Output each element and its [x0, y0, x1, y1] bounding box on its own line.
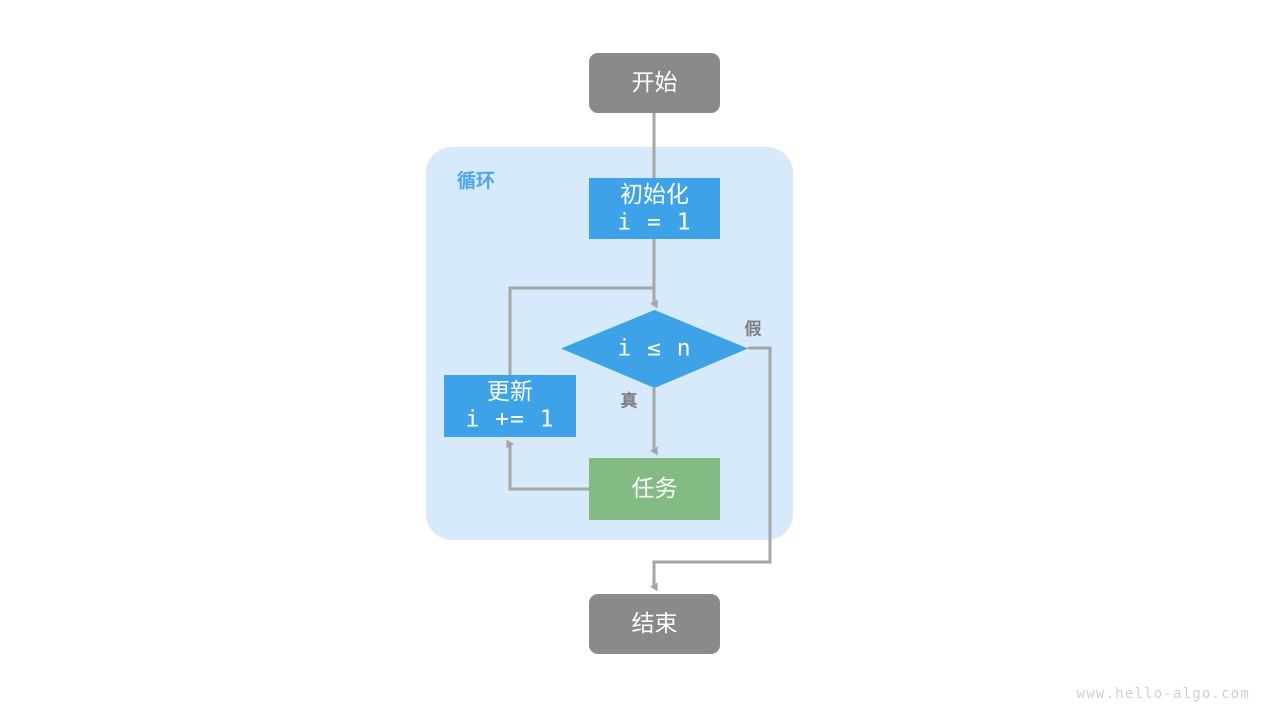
node-update-shape[interactable]	[444, 375, 576, 437]
node-end[interactable]: 结束	[589, 594, 720, 654]
node-condition-label: i ≤ n	[617, 336, 691, 362]
edge-condition-false-to-end	[650, 346, 772, 592]
node-start[interactable]: 开始	[589, 53, 720, 113]
node-init[interactable]: 初始化 i = 1	[589, 178, 720, 239]
loop-group-label: 循环	[457, 169, 495, 192]
node-task[interactable]: 任务	[589, 458, 720, 520]
node-start-shape[interactable]	[589, 53, 720, 113]
node-condition-shape[interactable]	[561, 310, 748, 388]
node-init-label-line1: 初始化	[620, 181, 689, 207]
edge-update-to-condition	[508, 286, 654, 375]
node-update-label-line1: 更新	[487, 378, 533, 404]
edge-task-to-update	[506, 439, 589, 491]
node-task-label: 任务	[632, 475, 678, 501]
edge-label-true: 真	[621, 390, 638, 410]
node-init-label-line2: i = 1	[617, 210, 691, 236]
node-init-shape[interactable]	[589, 178, 720, 239]
edge-label-false: 假	[745, 318, 762, 338]
node-start-label: 开始	[632, 69, 678, 95]
node-condition[interactable]: i ≤ n	[561, 310, 748, 388]
node-task-shape[interactable]	[589, 458, 720, 520]
node-update-label-line2: i += 1	[465, 407, 554, 433]
node-update[interactable]: 更新 i += 1	[444, 375, 576, 437]
watermark-text: www.hello-algo.com	[1076, 686, 1250, 702]
node-end-label: 结束	[632, 610, 678, 636]
node-end-shape[interactable]	[589, 594, 720, 654]
